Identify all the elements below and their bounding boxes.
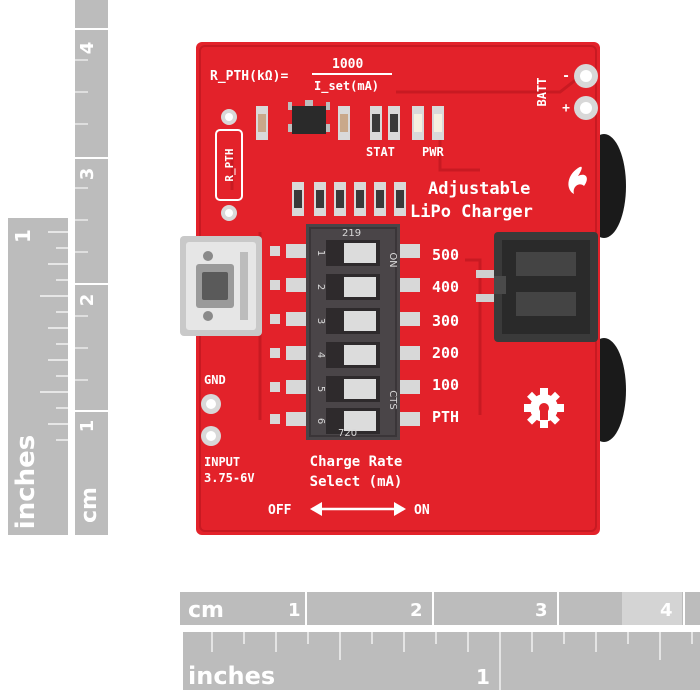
off-label: OFF	[268, 503, 292, 518]
arrow-right-icon	[394, 502, 406, 516]
rate-label-300: 300	[432, 312, 459, 330]
input-label: INPUT	[204, 455, 240, 469]
input-pads	[201, 394, 221, 446]
top-smd-components	[256, 106, 444, 140]
rate-label-200: 200	[432, 344, 459, 362]
rate-label-500: 500	[432, 246, 459, 264]
dip-number-2: 2	[315, 284, 326, 290]
charge-rate-labels: 500 400 300 200 100 PTH	[432, 246, 459, 426]
off-on-indicator: OFF ON	[268, 502, 430, 518]
resistor-array	[292, 182, 406, 216]
rate-label-400: 400	[432, 278, 459, 296]
dip-part-number-top: 219	[342, 228, 361, 239]
arrow-left-icon	[310, 502, 322, 516]
open-hardware-gear-icon	[524, 388, 564, 428]
horizontal-inch-number-1: 1	[476, 665, 490, 689]
dip-cts-label: CTS	[387, 390, 398, 409]
dip-number-6: 6	[315, 418, 326, 424]
vertical-cm-ruler: 4 3 2 1 cm	[75, 0, 108, 535]
vertical-cm-number-4: 4	[77, 42, 98, 55]
stat-label: STAT	[366, 145, 395, 159]
micro-usb-connector	[180, 236, 262, 336]
on-label: ON	[414, 503, 430, 518]
dip-on-label: ON	[387, 252, 398, 267]
board-title-line2: LiPo Charger	[410, 202, 533, 222]
r-pth-pad: R_PTH	[215, 109, 243, 221]
batt-plus-label: +	[562, 101, 570, 116]
dip-switch: 219 720 ON CTS 1 2 3 4 5 6	[286, 224, 420, 440]
horizontal-inch-ruler: inches 1	[180, 632, 700, 690]
charge-rate-title-line1: Charge Rate	[310, 454, 403, 470]
vertical-cm-number-1: 1	[77, 420, 98, 433]
dip-number-1: 1	[315, 250, 326, 256]
charge-rate-title-line2: Select (mA)	[310, 474, 403, 490]
vertical-inch-number-1: 1	[11, 229, 35, 243]
sparkfun-flame-icon	[568, 166, 587, 194]
rate-label-pth: PTH	[432, 408, 459, 426]
vertical-cm-number-2: 2	[77, 294, 98, 307]
batt-minus-label: -	[562, 69, 570, 84]
vertical-inch-unit-label: inches	[11, 435, 41, 529]
horizontal-cm-number-1: 1	[288, 600, 301, 621]
gnd-label: GND	[204, 373, 226, 387]
rate-label-100: 100	[432, 376, 459, 394]
horizontal-cm-number-3: 3	[535, 600, 548, 621]
horizontal-inch-unit-label: inches	[188, 662, 275, 690]
formula-numerator: 1000	[332, 57, 363, 72]
board-title-line1: Adjustable	[428, 179, 530, 199]
formula-denominator: I_set(mA)	[314, 79, 379, 94]
resistor-formula: R_PTH(kΩ)= 1000 I_set(mA)	[210, 57, 392, 94]
horizontal-cm-number-4: 4	[660, 600, 673, 621]
batt-label: BATT	[535, 78, 549, 107]
horizontal-cm-unit-label: cm	[188, 598, 224, 623]
dip-number-3: 3	[315, 318, 326, 324]
input-range-label: 3.75-6V	[204, 471, 255, 485]
dip-left-pads	[270, 246, 280, 424]
charger-ic	[288, 100, 330, 134]
jst-battery-connector	[476, 232, 598, 342]
horizontal-cm-number-2: 2	[410, 600, 423, 621]
dip-part-number-bottom: 720	[338, 428, 357, 439]
battery-header: BATT - +	[535, 64, 598, 120]
horizontal-cm-ruler: cm 1 2 3 4	[180, 592, 700, 625]
vertical-inch-ruler: 1 inches	[8, 215, 68, 535]
formula-lhs: R_PTH(kΩ)=	[210, 69, 288, 84]
pwr-label: PWR	[422, 145, 444, 159]
vertical-cm-number-3: 3	[77, 168, 98, 181]
dip-number-4: 4	[315, 352, 326, 358]
r-pth-label: R_PTH	[223, 148, 236, 181]
vertical-cm-unit-label: cm	[77, 487, 102, 523]
dip-number-5: 5	[315, 386, 326, 392]
